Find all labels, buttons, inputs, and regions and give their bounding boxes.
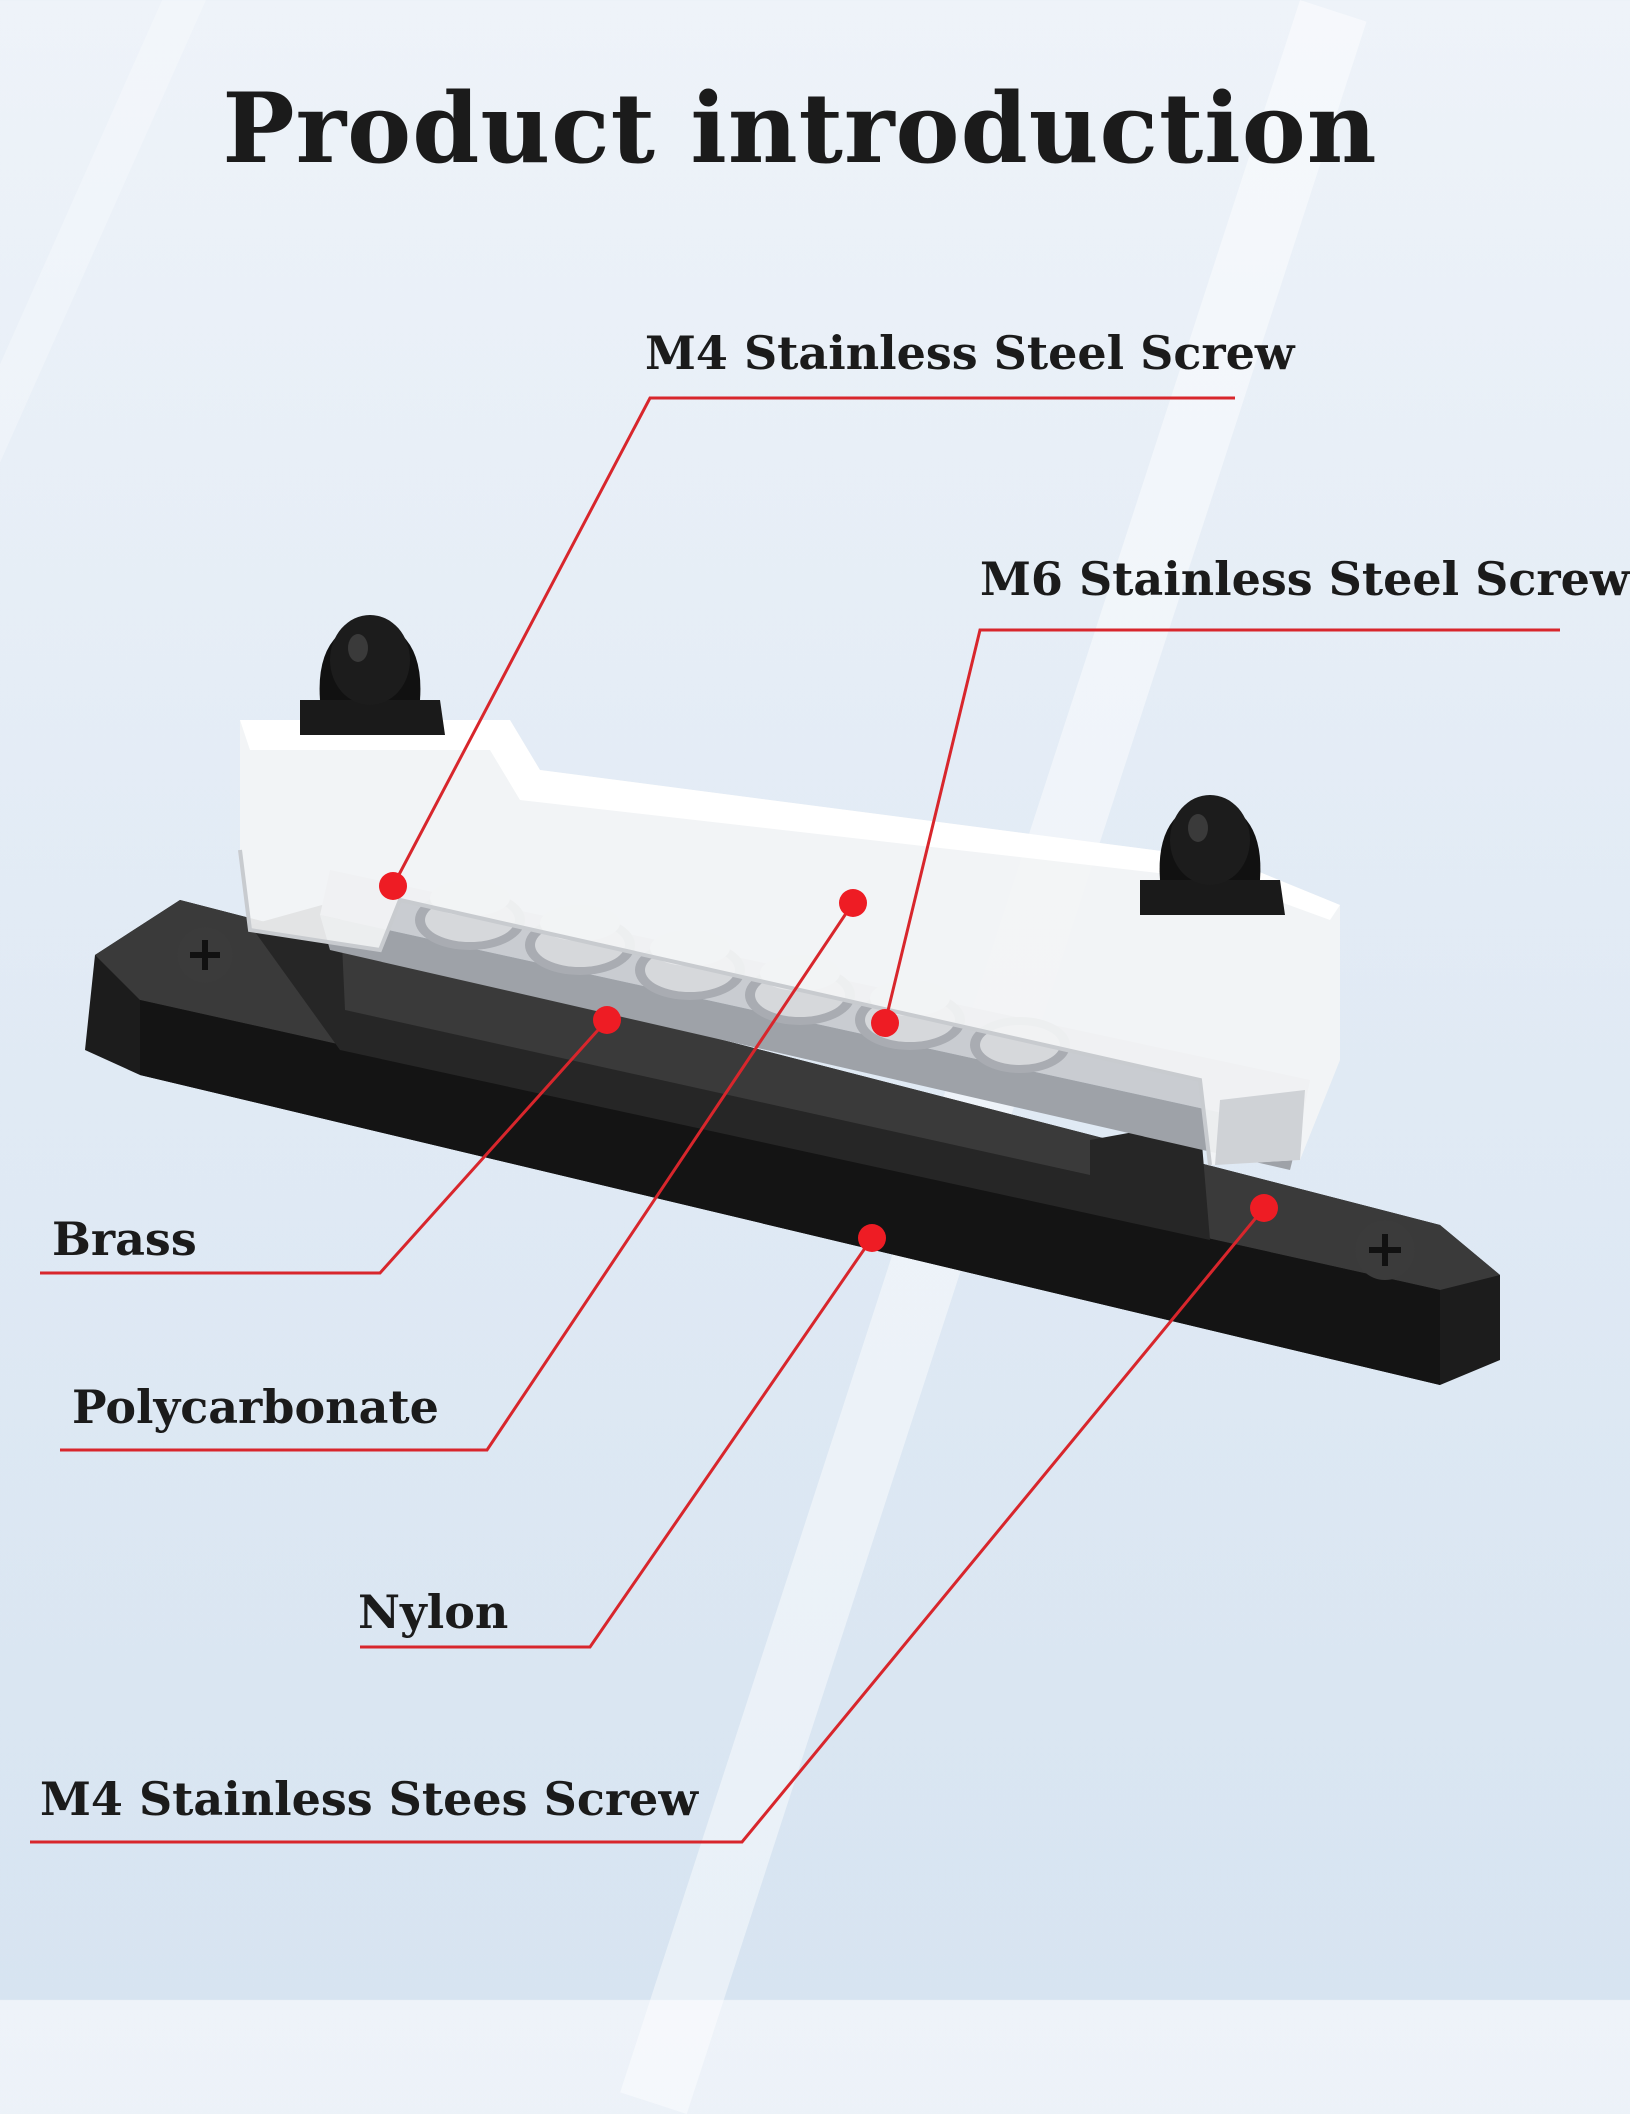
callout-dot-m4-bottom [1250,1194,1278,1222]
m6-cap-right [1140,795,1285,915]
label-m6: M6 Stainless Steel Screw [980,552,1630,606]
label-m4-bottom: M4 Stainless Stees Screw [40,1772,698,1826]
callout-dot-m4-top [379,872,407,900]
callout-dot-nylon [858,1224,886,1252]
label-nylon: Nylon [358,1585,509,1639]
callout-dot-brass [593,1006,621,1034]
callout-lines [30,396,1560,1844]
product-illustration [30,396,1560,1844]
m6-cap-left [300,615,445,735]
callout-dots [379,872,1278,1252]
page-title: Product introduction [222,72,1378,185]
callout-line-m6 [883,628,1560,1024]
callout-dot-polycarbonate [839,889,867,917]
label-m4-top: M4 Stainless Steel Screw [645,326,1295,380]
callout-dot-m6 [871,1009,899,1037]
label-polycarbonate: Polycarbonate [72,1380,439,1434]
callout-line-m4-top [391,396,1235,887]
callout-line-m4-bottom [30,1207,1266,1844]
polycarbonate-cover [238,720,1340,1166]
callout-line-nylon [360,1237,874,1649]
corner-stud-right [1215,1090,1305,1165]
label-brass: Brass [52,1212,197,1266]
callout-line-brass [40,1018,609,1275]
callout-line-polycarbonate [60,902,855,1452]
nylon-base [85,900,1500,1385]
